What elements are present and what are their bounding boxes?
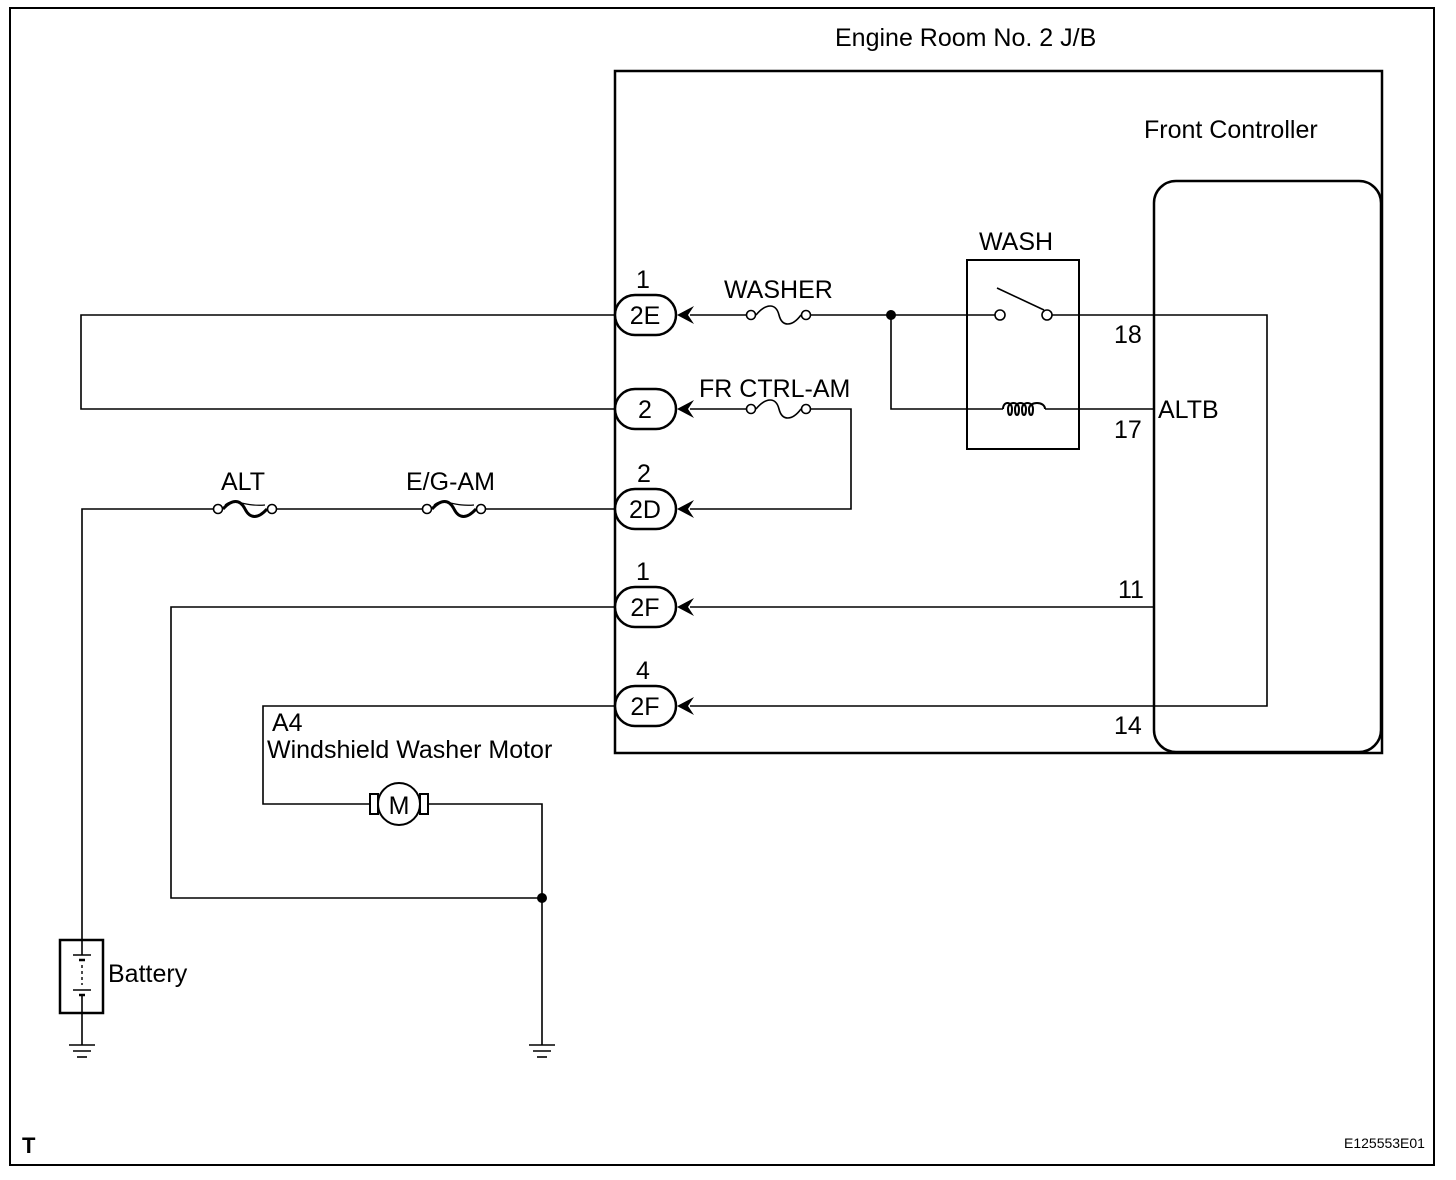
relay-coil-icon <box>1002 402 1046 416</box>
connector-2f-1-name: 2F <box>630 594 659 622</box>
ground-motor-icon <box>528 1044 556 1058</box>
connector-2e-arrow-icon <box>677 306 694 324</box>
wash-relay-box <box>966 259 1080 450</box>
fuse-washer-icon <box>745 305 812 325</box>
motor-code: A4 <box>272 709 303 737</box>
connector-2d-name: 2D <box>629 496 661 524</box>
front-controller-box <box>1152 179 1383 754</box>
connector-2f-4-arrow-icon <box>677 697 694 715</box>
pin-17-label: 17 <box>1114 416 1142 444</box>
connector-2e-name: 2E <box>630 302 661 330</box>
battery-label: Battery <box>108 960 188 988</box>
pin-18-label: 18 <box>1114 321 1142 349</box>
connector-2f-pin1: 2F 1 <box>613 558 694 629</box>
pin-11-label: 11 <box>1118 576 1144 604</box>
connector-2-arrow-icon <box>677 400 694 418</box>
junction-dot-ground <box>537 893 547 903</box>
fuse-alt-icon <box>212 500 278 518</box>
fuse-eg-am-label: E/G-AM <box>406 468 495 496</box>
fuse-eg-am-icon <box>421 500 487 518</box>
connector-2-name: 2 <box>638 396 652 424</box>
altb-label: ALTB <box>1158 396 1219 424</box>
pin-14-label: 14 <box>1114 712 1142 740</box>
connector-2f-pin4: 2F 4 <box>613 657 694 728</box>
relay-switch-icon <box>994 287 1053 321</box>
connector-2e-pin: 1 <box>636 266 650 294</box>
connector-2f-1-arrow-icon <box>677 598 694 616</box>
motor-icon: M <box>369 782 429 826</box>
connector-2f-4-name: 2F <box>630 693 659 721</box>
fuse-washer-label: WASHER <box>724 276 833 304</box>
front-controller-title: Front Controller <box>1144 116 1318 144</box>
fuse-alt-label: ALT <box>221 468 265 496</box>
junction-dot-washer <box>886 310 896 320</box>
fuse-fr-ctrl-am-icon <box>745 399 812 419</box>
connector-2d-pin: 2 <box>637 460 651 488</box>
wash-relay-label: WASH <box>979 228 1053 256</box>
connector-2e: 2E 1 <box>613 266 694 337</box>
footer-tag: T <box>22 1133 36 1158</box>
motor-symbol: M <box>389 792 410 820</box>
connector-2d-arrow-icon <box>677 500 694 518</box>
figure-code: E125553E01 <box>1344 1135 1425 1151</box>
motor-name: Windshield Washer Motor <box>267 736 552 764</box>
outer-frame <box>9 7 1435 1166</box>
connector-2f-1-pin: 1 <box>636 558 650 586</box>
junction-block-title: Engine Room No. 2 J/B <box>835 24 1096 52</box>
wires <box>80 314 1268 1045</box>
connector-2f-4-pin: 4 <box>636 657 650 685</box>
battery-icon <box>58 938 105 1015</box>
connector-2d: 2D 2 <box>613 460 694 531</box>
connector-2: 2 <box>613 387 694 431</box>
fuse-fr-ctrl-am-label: FR CTRL-AM <box>699 375 850 403</box>
ground-battery-icon <box>68 1044 96 1058</box>
